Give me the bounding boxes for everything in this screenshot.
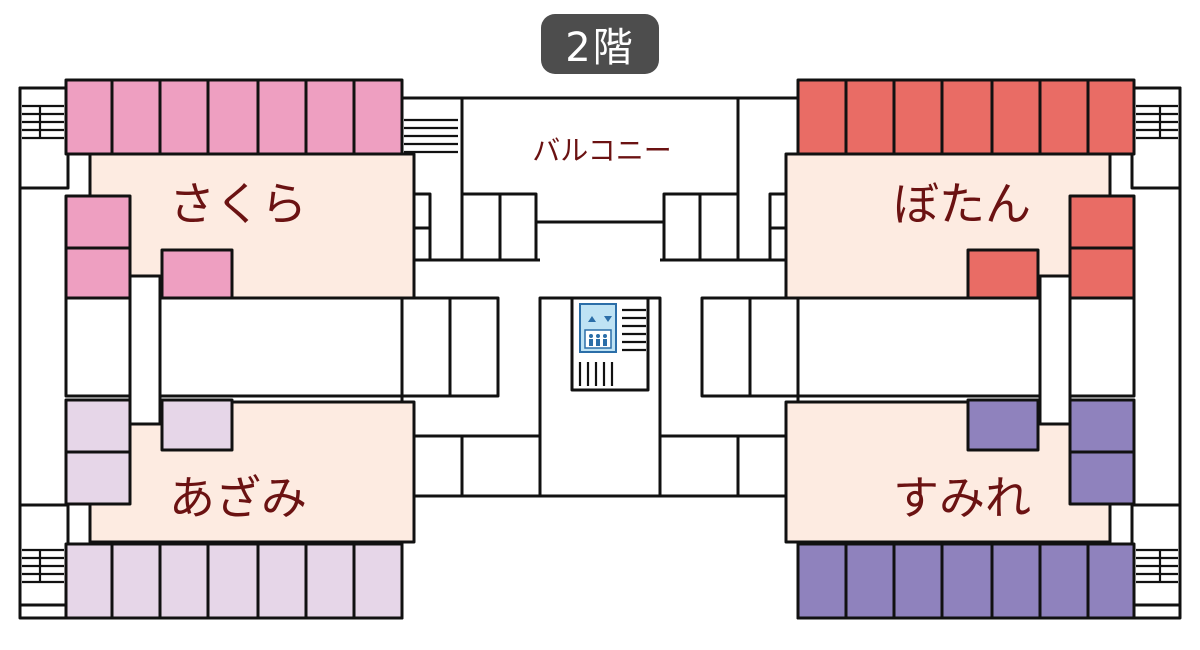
stairs-center-upper [404,118,458,154]
floor-title-badge: 2階 [541,14,659,74]
balcony-label: バルコニー [532,134,671,167]
stairs-center-shaft [578,308,646,386]
sakura-rooms [64,78,404,300]
botan-rooms [796,78,1136,300]
azami-rooms [64,398,404,620]
stairs-nw [22,104,64,140]
stairs-ne [1136,104,1178,140]
area-label-botan: ぼたん [893,177,1031,231]
area-label-sakura: さくら [169,177,307,231]
elevator-icon [579,303,617,353]
area-label-azami: あざみ [169,471,307,525]
stairs-sw [22,548,64,584]
area-label-sumire: すみれ [893,471,1031,525]
sumire-rooms [796,398,1136,620]
stairs-se [1136,548,1178,584]
